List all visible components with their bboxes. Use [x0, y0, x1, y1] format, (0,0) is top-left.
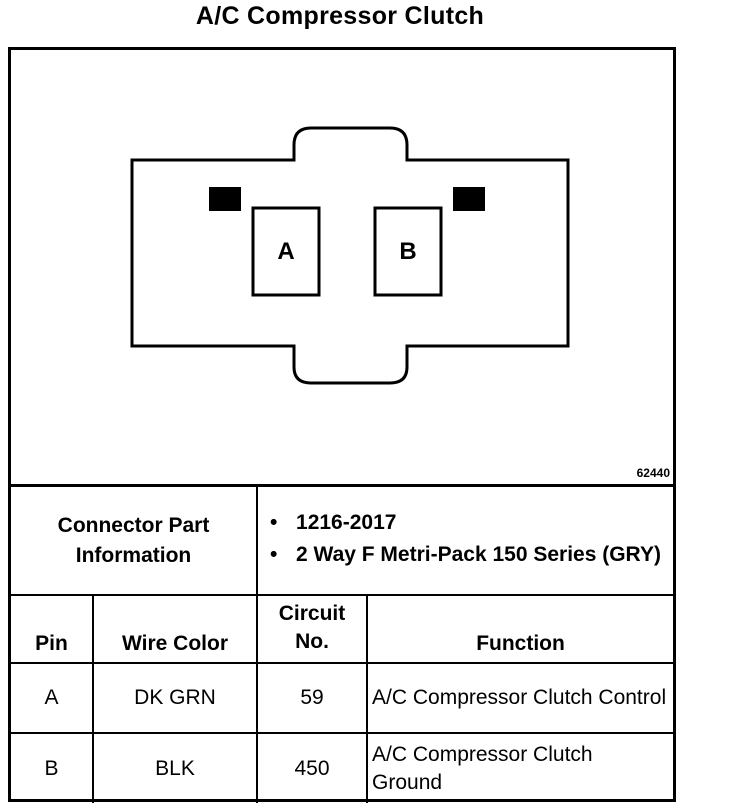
- header-pin: Pin: [11, 594, 94, 664]
- row-a-pin: A: [11, 662, 94, 734]
- figure-id: 62440: [636, 466, 670, 480]
- locking-tab-left: [209, 187, 241, 211]
- pinout-table: Connector Part Information 1216-2017 2 W…: [11, 487, 674, 803]
- connector-sheet: A B 62440 Connector Part Information 121…: [8, 47, 676, 803]
- part-number: 1216-2017: [270, 509, 673, 537]
- row-b-wire-color: BLK: [91, 732, 259, 803]
- row-b-function: A/C Compressor Clutch Ground: [366, 732, 674, 803]
- part-info-values: 1216-2017 2 Way F Metri-Pack 150 Series …: [256, 487, 674, 596]
- table-row: A DK GRN 59 A/C Compressor Clutch Contro…: [11, 662, 674, 734]
- row-a-circuit: 59: [256, 662, 369, 734]
- part-info-row: Connector Part Information 1216-2017 2 W…: [11, 487, 674, 596]
- header-circuit-no: Circuit No.: [256, 594, 369, 664]
- part-info-label: Connector Part Information: [11, 487, 259, 596]
- part-description: 2 Way F Metri-Pack 150 Series (GRY): [270, 541, 673, 569]
- page-title: A/C Compressor Clutch: [195, 2, 485, 30]
- pin-label-b: B: [399, 238, 416, 265]
- locking-tab-right: [453, 187, 485, 211]
- row-a-wire-color: DK GRN: [91, 662, 259, 734]
- row-b-circuit: 450: [256, 732, 369, 803]
- connector-face-drawing: A B: [130, 126, 570, 385]
- table-row: B BLK 450 A/C Compressor Clutch Ground: [11, 732, 674, 803]
- pin-cavity-a: [251, 206, 321, 297]
- pin-cavity-b: [373, 206, 443, 297]
- row-b-pin: B: [11, 732, 94, 803]
- connector-housing-outline: [130, 126, 570, 385]
- pin-label-a: A: [277, 238, 294, 265]
- header-wire-color: Wire Color: [91, 594, 259, 664]
- table-header-row: Pin Wire Color Circuit No. Function: [11, 594, 674, 664]
- connector-diagram: A B 62440: [11, 50, 673, 487]
- header-function: Function: [366, 594, 674, 664]
- row-a-function: A/C Compressor Clutch Control: [366, 662, 674, 734]
